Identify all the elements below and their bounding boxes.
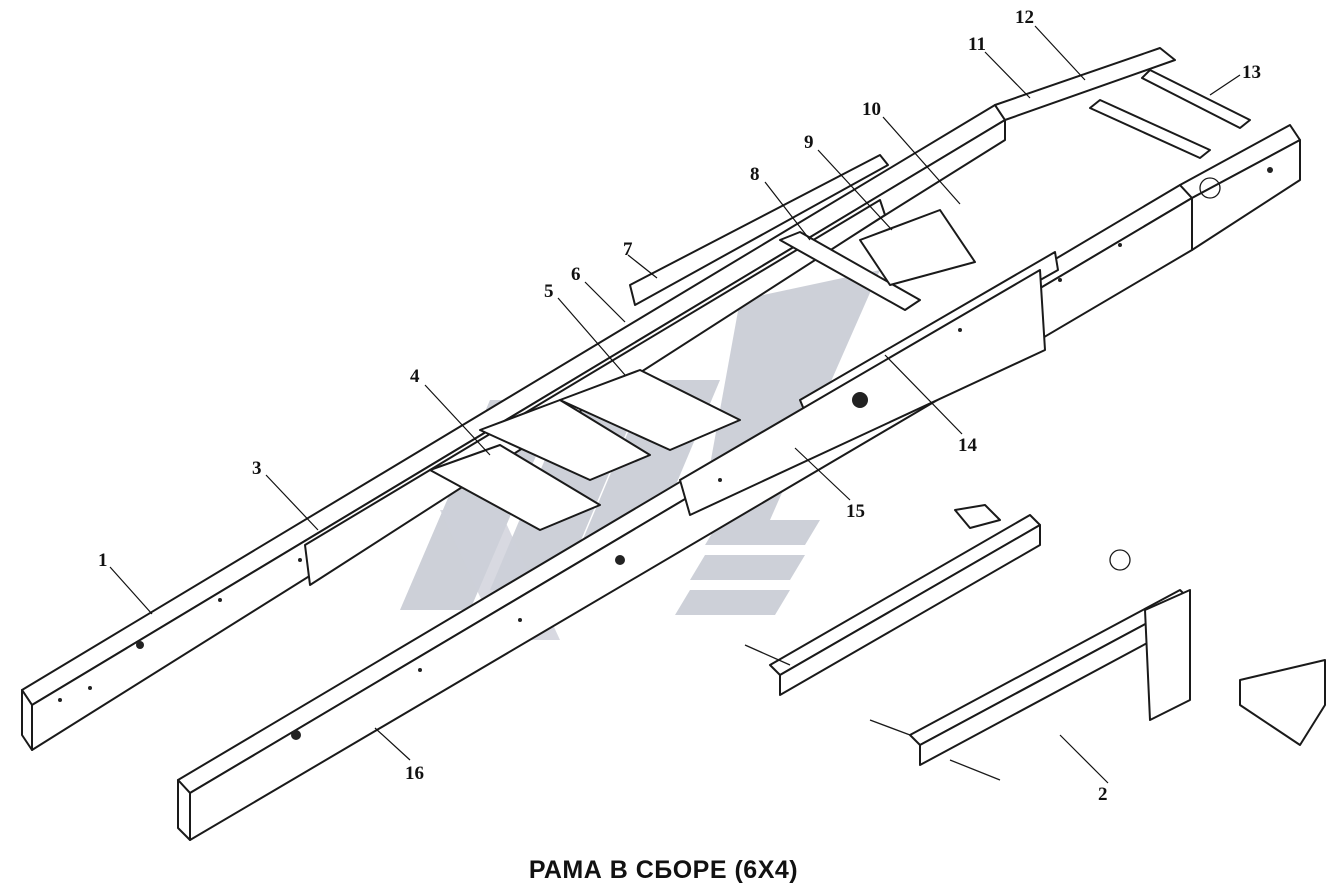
callout-16: 16 <box>405 763 424 784</box>
leader-5 <box>557 297 626 376</box>
callout-14: 14 <box>958 435 978 456</box>
leader-9 <box>817 149 893 231</box>
leader-8 <box>764 181 811 241</box>
rear-frame-section <box>994 47 1301 251</box>
leader-10 <box>882 116 961 205</box>
callout-11: 11 <box>968 34 986 55</box>
callout-13: 13 <box>1242 62 1261 83</box>
leader-2 <box>1059 734 1109 784</box>
cross-members <box>429 209 976 531</box>
leader-15 <box>794 447 851 501</box>
leader-7 <box>627 254 658 279</box>
callout-7: 7 <box>623 239 633 260</box>
mounting-holes <box>58 167 1273 740</box>
leader-16 <box>374 727 411 761</box>
drawing-title: РАМА В СБОРЕ (6Х4) <box>528 856 799 884</box>
leader-12 <box>1034 25 1086 81</box>
leader-14 <box>884 354 963 435</box>
callout-3: 3 <box>252 458 262 479</box>
leader-6 <box>584 281 626 323</box>
callout-2: 2 <box>1098 784 1108 805</box>
callout-12: 12 <box>1015 7 1034 28</box>
frame-assembly-drawing: 1 2 3 4 5 6 7 8 9 10 11 12 13 14 15 16 <box>21 7 1326 841</box>
leader-1 <box>109 566 153 615</box>
detail-view-rear-frame <box>744 504 1326 781</box>
callout-9: 9 <box>804 132 814 153</box>
leader-11 <box>984 51 1031 99</box>
callout-5: 5 <box>544 281 554 302</box>
callout-10: 10 <box>862 99 881 120</box>
callout-15: 15 <box>846 501 865 522</box>
callout-6: 6 <box>571 264 581 285</box>
leader-13 <box>1209 74 1241 96</box>
leader-3 <box>265 474 319 531</box>
leader-4 <box>424 384 491 456</box>
leader-lines <box>109 25 1241 784</box>
callout-labels: 1 2 3 4 5 6 7 8 9 10 11 12 13 14 15 16 <box>98 7 1261 805</box>
callout-8: 8 <box>750 164 760 185</box>
callout-4: 4 <box>410 366 420 387</box>
callout-1: 1 <box>98 550 108 571</box>
